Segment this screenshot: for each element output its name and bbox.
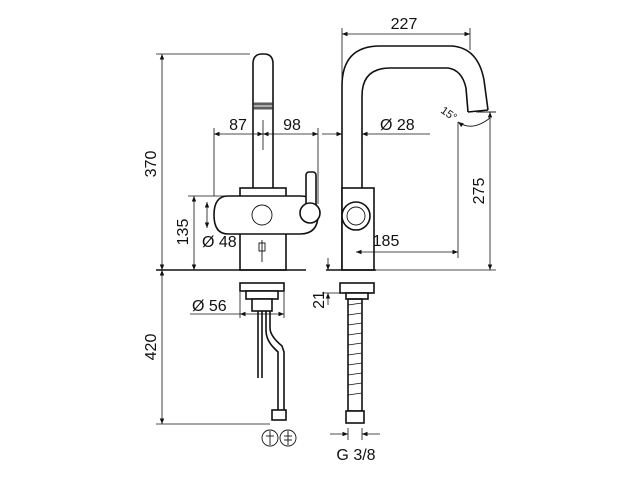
dim-diameter-48: Ø 48 — [202, 234, 237, 251]
cold-water-symbol — [261, 429, 279, 447]
dim-98: 98 — [283, 117, 301, 134]
hot-water-symbol — [279, 429, 297, 447]
dim-227: 227 — [391, 16, 418, 33]
dim-diameter-56: Ø 56 — [192, 298, 227, 315]
dim-275: 275 — [471, 178, 488, 205]
dim-diameter-28: Ø 28 — [380, 117, 415, 134]
dim-135: 135 — [175, 219, 192, 246]
dim-21: 21 — [311, 291, 328, 309]
dim-angle-15: 15° — [438, 105, 459, 124]
dim-370: 370 — [143, 151, 160, 178]
side-view: 227 Ø 28 15° 275 185 21 G 3/8 — [311, 16, 496, 464]
dim-185: 185 — [373, 233, 400, 250]
dim-420: 420 — [143, 334, 160, 361]
front-view: 370 420 135 Ø 48 87 98 Ø 56 — [143, 53, 321, 447]
dim-thread-g38: G 3/8 — [336, 447, 375, 464]
dim-87: 87 — [229, 117, 247, 134]
